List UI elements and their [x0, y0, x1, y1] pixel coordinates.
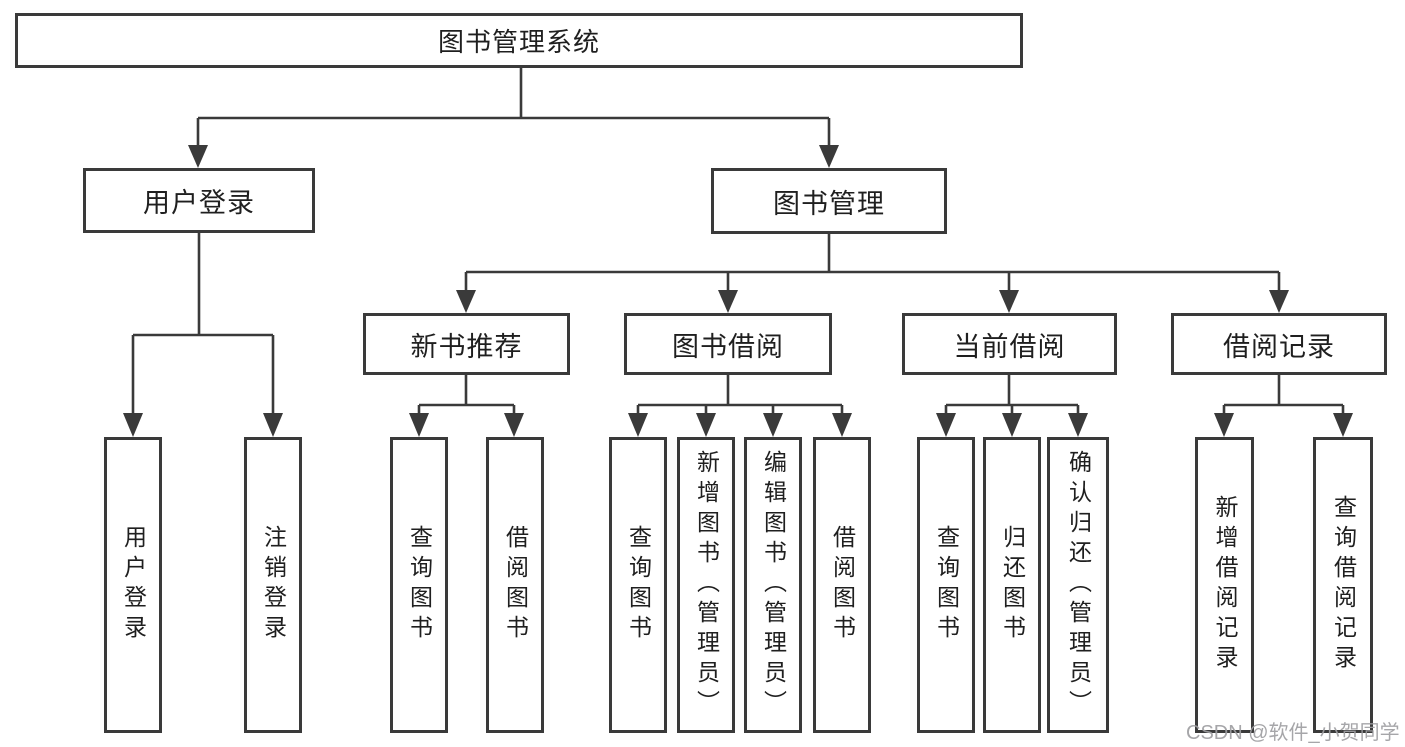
- node-label: 图书管理系统: [437, 27, 600, 57]
- leaf-label: 新增图书（管理员）: [693, 450, 720, 720]
- leaf-edit-book-admin: 编辑图书（管理员）: [744, 437, 802, 733]
- node-borrowing-records: 借阅记录: [1171, 313, 1387, 375]
- node-library-management-system: 图书管理系统: [15, 13, 1023, 68]
- leaf-label: 编辑图书（管理员）: [760, 450, 787, 720]
- node-book-borrowing: 图书借阅: [624, 313, 832, 375]
- leaf-query-books: 查询图书: [390, 437, 448, 733]
- leaf-add-borrow-record: 新增借阅记录: [1195, 437, 1254, 733]
- node-user-login-module: 用户登录: [83, 168, 315, 233]
- node-label: 当前借阅: [953, 331, 1066, 362]
- leaf-borrow-books: 借阅图书: [486, 437, 544, 733]
- leaf-label: 查询借阅记录: [1330, 495, 1357, 675]
- leaf-confirm-return-admin: 确认归还（管理员）: [1047, 437, 1109, 733]
- leaf-return-book: 归还图书: [983, 437, 1041, 733]
- leaf-label: 新增借阅记录: [1212, 495, 1238, 675]
- node-label: 用户登录: [143, 188, 255, 218]
- csdn-watermark: CSDN @软件_小贺同学: [1186, 722, 1400, 744]
- leaf-query-books: 查询图书: [917, 437, 975, 733]
- leaf-label: 查询图书: [406, 525, 433, 645]
- node-label: 借阅记录: [1223, 331, 1335, 362]
- leaf-label: 借阅图书: [829, 525, 856, 645]
- leaf-query-borrow-record: 查询借阅记录: [1313, 437, 1373, 733]
- leaf-label: 查询图书: [625, 525, 652, 645]
- leaf-label: 借阅图书: [502, 525, 529, 645]
- leaf-label: 用户登录: [120, 525, 147, 645]
- leaf-logout: 注销登录: [244, 437, 302, 733]
- leaf-label: 确认归还（管理员）: [1065, 450, 1092, 720]
- node-label: 图书借阅: [672, 331, 784, 362]
- node-new-book-recommendation: 新书推荐: [363, 313, 570, 375]
- node-label: 图书管理: [773, 188, 885, 219]
- node-book-management-module: 图书管理: [711, 168, 947, 234]
- leaf-add-book-admin: 新增图书（管理员）: [677, 437, 735, 733]
- node-label: 新书推荐: [410, 331, 523, 362]
- leaf-user-login: 用户登录: [104, 437, 162, 733]
- node-current-borrowing: 当前借阅: [902, 313, 1117, 375]
- leaf-borrow-books: 借阅图书: [813, 437, 871, 733]
- leaf-label: 归还图书: [999, 525, 1026, 645]
- leaf-label: 查询图书: [933, 525, 960, 645]
- leaf-label: 注销登录: [260, 525, 287, 645]
- leaf-query-books: 查询图书: [609, 437, 667, 733]
